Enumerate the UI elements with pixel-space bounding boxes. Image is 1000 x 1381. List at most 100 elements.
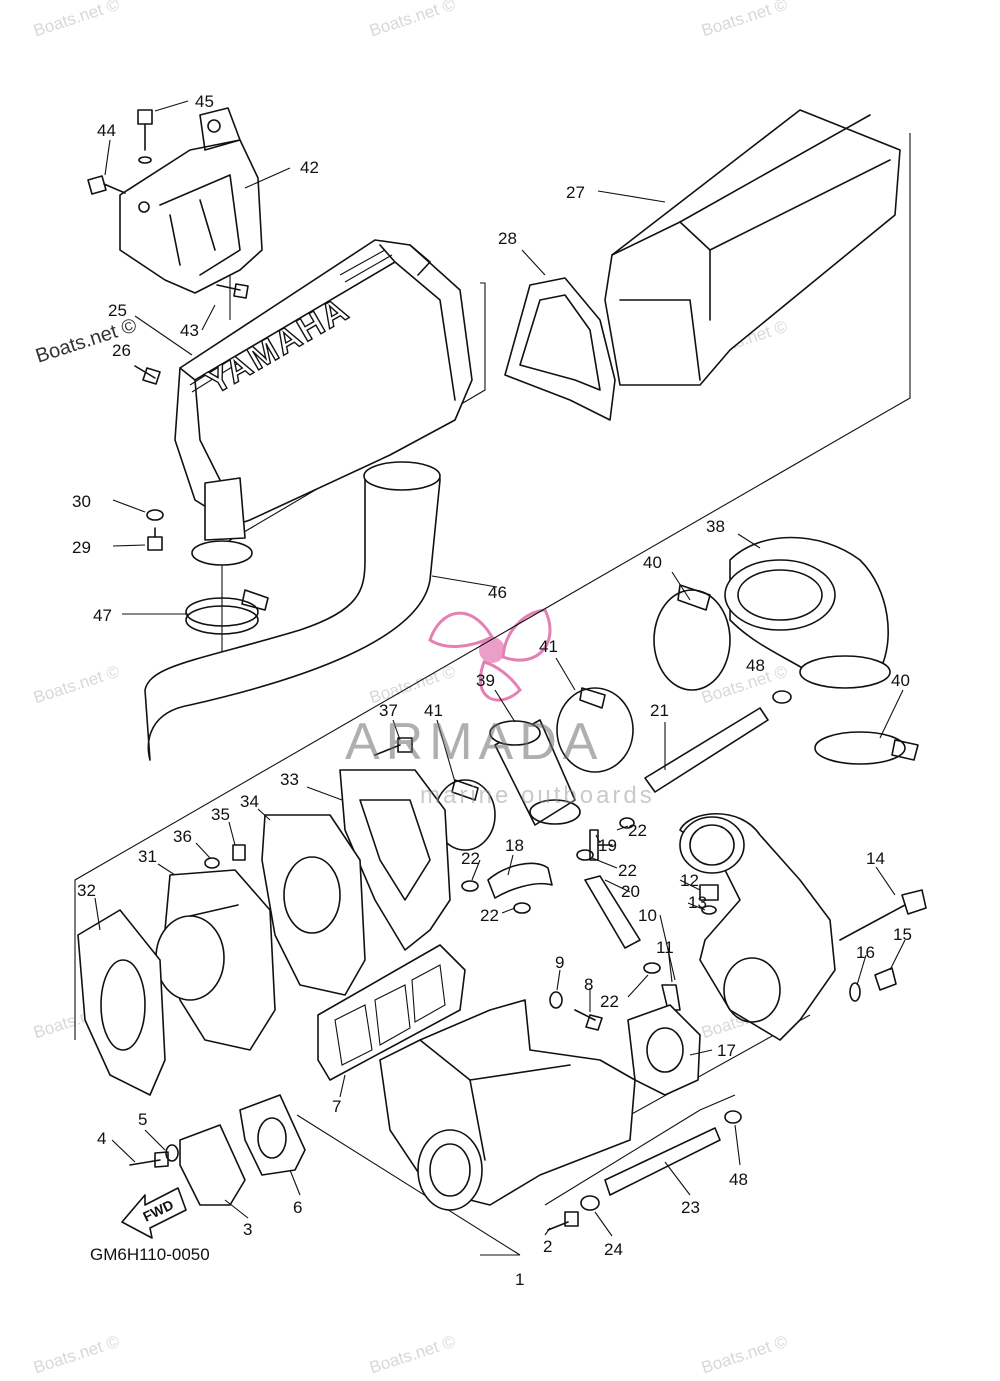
callout-label: 37 — [379, 701, 398, 720]
callout-label: 7 — [332, 1097, 341, 1116]
manifold-part — [379, 999, 636, 1211]
callout-label: 23 — [681, 1198, 700, 1217]
screw-26-part — [134, 365, 161, 385]
washer-9-part — [549, 991, 563, 1009]
callout-label: 6 — [293, 1198, 302, 1217]
callout-label: 48 — [746, 656, 765, 675]
callout-label: 31 — [138, 847, 157, 866]
elbow-38-part — [724, 536, 891, 689]
callout-label: 43 — [180, 321, 199, 340]
bolt-37-part — [374, 737, 413, 756]
callout-label: 35 — [211, 805, 230, 824]
callout-label: 46 — [488, 583, 507, 602]
plug-12-part — [699, 884, 719, 901]
hose-18-part — [487, 862, 553, 899]
callout-label: 32 — [77, 881, 96, 900]
clip-48b-part — [724, 1110, 742, 1124]
gasket-34-part — [261, 814, 366, 996]
callout-label: 17 — [717, 1041, 736, 1060]
clamp-47-part — [185, 589, 269, 635]
bolt-4-part — [129, 1151, 169, 1168]
callout-label: 3 — [243, 1220, 252, 1239]
callout-label: 40 — [891, 671, 910, 690]
callout-label: 21 — [650, 701, 669, 720]
bolt-15-part — [874, 967, 897, 991]
armada-watermark-tagline: marine outboards — [420, 782, 655, 809]
bolt-44-part — [87, 175, 126, 195]
exhaust-elbow-part — [679, 813, 836, 1041]
fitting-11-part — [661, 984, 681, 1011]
bolt-45-part — [137, 109, 153, 164]
callout-label: 22 — [461, 849, 480, 868]
clip-48-part — [772, 690, 792, 704]
callout-label: 47 — [93, 606, 112, 625]
leader-lines — [94, 100, 906, 1237]
callout-label: 48 — [729, 1170, 748, 1189]
callout-label: 25 — [108, 301, 127, 320]
washer-36-part — [204, 857, 220, 869]
clip-24-part — [580, 1195, 600, 1211]
gasket-32-part — [77, 909, 166, 1096]
callout-label: 26 — [112, 341, 131, 360]
callout-label: 10 — [638, 906, 657, 925]
callout-label: 18 — [505, 836, 524, 855]
callout-label: 36 — [173, 827, 192, 846]
callout-label: 24 — [604, 1240, 623, 1259]
callout-label: 1 — [515, 1270, 524, 1289]
callout-label: 29 — [72, 538, 91, 557]
callout-labels: 45 44 42 27 28 25 43 26 30 29 47 46 38 4… — [72, 92, 912, 1289]
washer-5-part — [165, 1144, 179, 1162]
bracket-part — [119, 107, 263, 294]
clip-22d-part — [576, 849, 594, 861]
callout-label: 15 — [893, 925, 912, 944]
callout-label: 41 — [424, 701, 443, 720]
air-box-part — [604, 109, 901, 386]
cover-3-part — [179, 1124, 246, 1206]
callout-label: 38 — [706, 517, 725, 536]
bolt-29-part — [147, 527, 163, 551]
cover-grille — [189, 249, 393, 393]
washer-13-part — [701, 905, 717, 915]
armada-watermark-name: ARMADA — [345, 713, 604, 771]
bolt-2-part — [547, 1211, 579, 1231]
clamp-41a-part — [556, 687, 634, 773]
intake-cover-part: YAMAHA — [174, 239, 473, 566]
diagram-code: GM6H110-0050 — [90, 1245, 210, 1264]
callout-label: 11 — [656, 938, 674, 957]
gasket-6-part — [239, 1094, 306, 1176]
bolt-8-part — [574, 1009, 603, 1031]
callout-label: 27 — [566, 183, 585, 202]
callout-label: 2 — [543, 1237, 552, 1256]
gasket-17-part — [627, 1004, 701, 1096]
callout-label: 22 — [480, 906, 499, 925]
hose-46-part — [144, 461, 441, 761]
clamp-40b-part — [814, 731, 919, 765]
callout-label: 19 — [598, 836, 617, 855]
bolt-43-part — [216, 283, 249, 299]
callout-label: 22 — [628, 821, 647, 840]
callout-label: 44 — [97, 121, 116, 140]
callout-label: 33 — [280, 770, 299, 789]
callout-label: 28 — [498, 229, 517, 248]
callout-label: 8 — [584, 975, 593, 994]
fwd-arrow-icon: FWD — [121, 1187, 187, 1239]
housing-31-part — [155, 869, 276, 1051]
callout-label: 5 — [138, 1110, 147, 1129]
hose-23-part — [604, 1127, 721, 1196]
seal-28-part — [504, 277, 616, 421]
hose-20-part — [584, 875, 641, 949]
bolt-35-part — [232, 844, 246, 861]
washer-16-part — [849, 982, 861, 1002]
callout-label: 30 — [72, 492, 91, 511]
clip-22a-part — [461, 880, 479, 892]
callout-label: 41 — [539, 637, 558, 656]
callout-label: 34 — [240, 792, 259, 811]
callout-label: 40 — [643, 553, 662, 572]
hose-21-part — [644, 707, 769, 793]
clip-22e-part — [643, 962, 661, 974]
clamp-40-part — [653, 584, 731, 691]
clip-22c-part — [619, 817, 635, 829]
callout-label: 4 — [97, 1129, 106, 1148]
callout-label: 20 — [621, 882, 640, 901]
